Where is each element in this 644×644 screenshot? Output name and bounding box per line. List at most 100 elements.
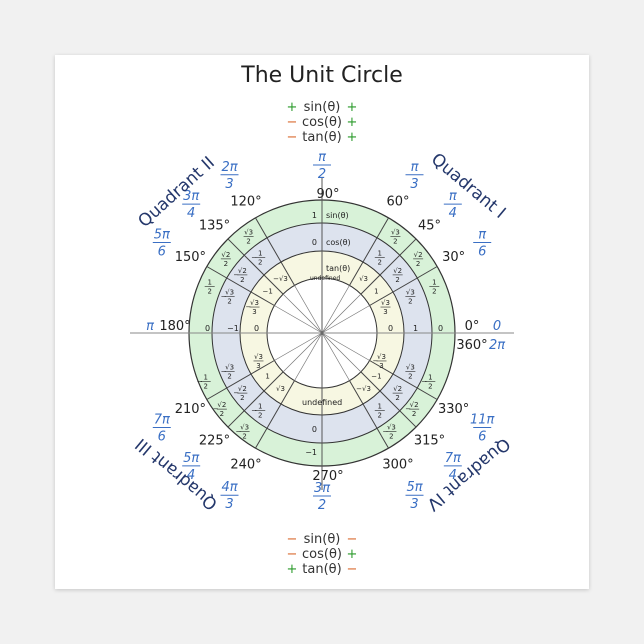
cos-num-300: 1 [378,403,382,411]
tan-int-135: −1 [262,288,272,296]
tan-180-value: 0 [254,324,259,333]
signs_top-sign-post-2: + [347,130,358,145]
angle-rad-num-270: 3π [314,481,330,496]
cos-value-30: √32 [405,288,416,305]
sin-ring-label: sin(θ) [326,211,349,220]
angle-deg-label-330: 330° [438,402,469,417]
inner-spoke-45 [321,293,362,334]
sin-den-300: 2 [389,432,393,440]
cos-value-45: √22 [392,267,403,284]
tan-num-330: √3 [377,353,386,361]
sin-num-300: √3 [387,423,396,431]
tan-value-300: −√3 [356,385,371,393]
sin-den-135: 2 [224,260,228,268]
cos-value-330: √32 [405,364,416,381]
spoke-210 [206,360,275,400]
sin-den-210: 2 [203,383,207,391]
angle-rad-num-135: 3π [183,189,199,204]
tan-value-210: √33 [253,353,264,370]
angle-deg-label-360: 360° [456,338,487,353]
sin-num-240: √3 [240,423,249,431]
tan-int-300: −√3 [356,385,371,393]
cos-num-30: √3 [406,288,415,296]
sin-value-45: √22 [413,251,424,268]
sin-num-330: 1 [428,374,432,382]
angle-rad-label-0: 0 [493,319,501,334]
sin-neg-300: − [382,427,388,435]
angle-rad-den-330: 6 [478,430,486,445]
tan-value-30: √33 [380,299,391,316]
spoke-315 [360,371,417,428]
angle-deg-label-315: 315° [414,433,445,448]
angle-210: 210°7π6 [152,402,206,445]
cos-num-150: √3 [225,288,234,296]
angle-deg-label-30: 30° [442,250,465,265]
sin-90-value: 1 [312,211,317,220]
angle-330: 330°11π 6 [438,402,495,445]
tan-value-330: √33− [373,353,387,370]
tan-num-30: √3 [381,299,390,307]
angle-rad-den-240: 3 [225,497,233,512]
tan-den-330: 3 [379,362,383,370]
tan-neg-330: − [373,357,379,365]
sin-neg-240: − [236,427,242,435]
angle-deg-label-90: 90° [316,187,339,202]
spoke-60 [349,217,389,286]
signs_bottom-sign-pre-0: − [287,532,298,547]
inner-spoke-315 [321,332,362,373]
angle-rad-den-225: 4 [187,468,195,483]
signs_top-sign-pre-0: + [287,100,298,115]
sin-den-45: 2 [416,260,420,268]
cos-180-value: −1 [227,324,239,333]
sin-180-value: 0 [205,324,210,333]
angle-rad-num-120: 2π [221,160,237,175]
cos-value-240: 12− [251,403,266,420]
angle-spokes [206,217,438,449]
signs_top-sign-post-1: + [347,115,358,130]
cos-neg-150: − [221,292,227,300]
angle-rad-num-240: 4π [221,480,237,495]
angle-60: 60°π3 [386,160,424,209]
angle-deg-label-135: 135° [199,219,230,234]
undefined-label-top: undefined [310,275,340,282]
angle-225: 225°5π4 [182,433,230,483]
sin-value-60: √32 [390,229,401,246]
sin-value-330: 12− [421,374,436,391]
tan-value-150: √33− [246,299,260,316]
cos-den-210: 2 [227,373,231,381]
angle-90: 90°π2 [313,150,340,202]
signs_top-sign-pre-2: − [287,130,298,145]
angle-rad-num-30: π [478,228,486,243]
sin-0-value: 0 [438,324,443,333]
angle-rad-num-330: 11π [470,413,495,428]
sin-value-315: √22− [405,401,420,418]
sin-value-225: √22− [213,401,227,418]
angle-deg-label-210: 210° [175,402,206,417]
angle-180: 180°π [146,319,191,334]
inner-spoke-30 [321,305,370,334]
angle-rad-num-150: 5π [154,228,170,243]
cos-value-300: 12 [374,403,385,420]
angle-150: 150°5π6 [152,228,206,265]
cos-neg-240: − [251,407,257,415]
signs_bottom-fn-1: cos(θ) [302,547,342,562]
angle-deg-label-225: 225° [199,433,230,448]
sin-den-330: 2 [428,383,432,391]
tan-int-240: √3 [276,385,285,393]
angle-rad-num-45: π [449,189,457,204]
angle-deg-label-180: 180° [159,319,190,334]
sin-neg-315: − [405,405,411,413]
inner-spoke-150 [274,305,323,334]
angle-rad-den-45: 4 [449,206,457,221]
cos-num-210: √3 [225,364,234,372]
sin-num-120: √3 [244,229,253,237]
signs_bottom-sign-post-2: − [347,562,358,577]
sin-den-225: 2 [220,410,224,418]
cos-value-150: √32− [221,288,235,305]
angle-deg-label-150: 150° [175,250,206,265]
angle-labels: 0°030°π645°π460°π390°π2120°2π3135°3π4150… [146,150,505,513]
angle-0: 0°0 [465,319,502,334]
cos-den-30: 2 [408,297,412,305]
tan-neg-150: − [246,303,252,311]
angle-270: 270°3π2 [312,469,343,513]
